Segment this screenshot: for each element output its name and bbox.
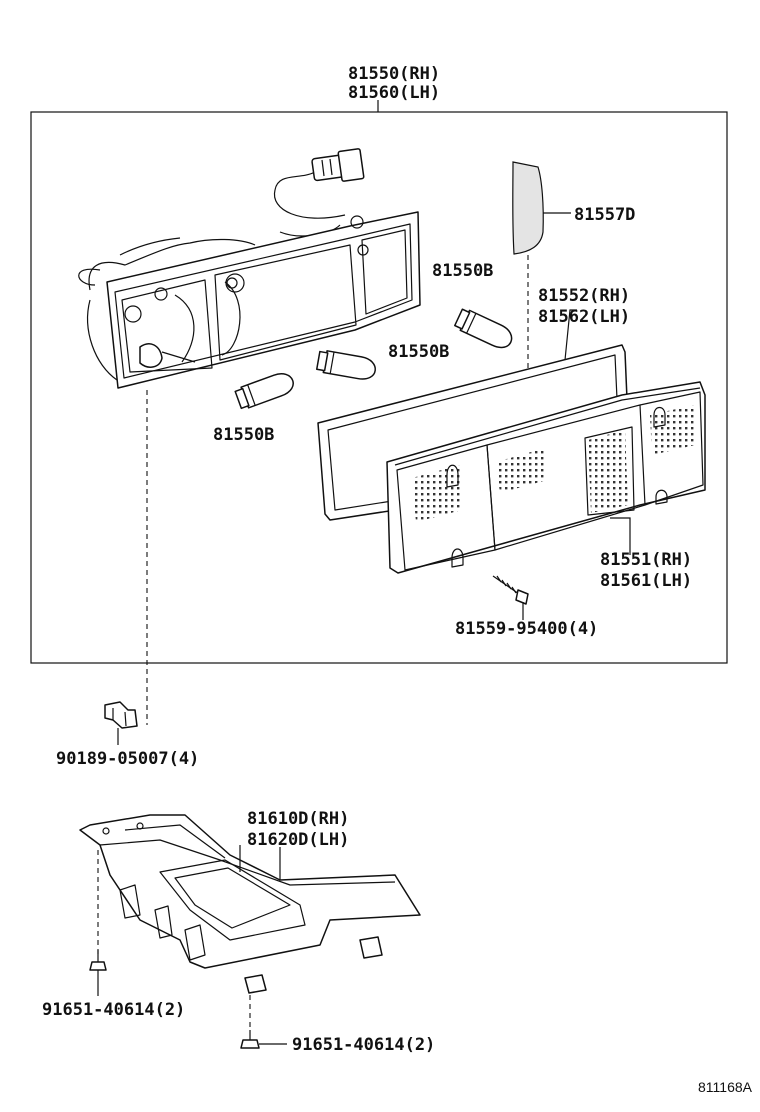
reflector-shape xyxy=(512,161,544,255)
label-bracket-rh: 81610D(RH) xyxy=(247,809,349,829)
label-lens-lh: 81561(LH) xyxy=(600,571,692,591)
label-bulb-left: 81550B xyxy=(213,425,274,445)
bulb-mid xyxy=(315,350,376,380)
bracket-illustration xyxy=(79,814,421,994)
lens-illustration xyxy=(386,381,706,574)
bolt-left-illustration xyxy=(89,950,107,971)
lamp-housing-illustration xyxy=(78,148,421,389)
gasket-leader xyxy=(564,309,577,361)
bolt-bottom-illustration xyxy=(240,1030,260,1049)
label-housing-rh: 81550(RH) xyxy=(348,64,440,84)
label-screw: 81559-95400(4) xyxy=(455,619,598,639)
label-bracket-lh: 81620D(LH) xyxy=(247,830,349,850)
clip-illustration xyxy=(104,701,138,729)
bulb-left xyxy=(234,373,294,410)
screw-illustration xyxy=(492,575,529,605)
label-bulb-mid: 81550B xyxy=(388,342,449,362)
lens-leader xyxy=(610,517,631,555)
label-housing-lh: 81560(LH) xyxy=(348,83,440,103)
assembly-frame xyxy=(30,111,728,664)
label-lens-rh: 81551(RH) xyxy=(600,550,692,570)
label-clip: 90189-05007(4) xyxy=(56,749,199,769)
bulb-right xyxy=(454,308,513,349)
label-bolt-bottom: 91651-40614(2) xyxy=(292,1035,435,1055)
label-gasket-rh: 81552(RH) xyxy=(538,286,630,306)
label-reflector: 81557D xyxy=(574,205,635,225)
label-bulb-right: 81550B xyxy=(432,261,493,281)
label-bolt-left: 91651-40614(2) xyxy=(42,1000,185,1020)
label-gasket-lh: 81562(LH) xyxy=(538,307,630,327)
diagram-reference: 811168A xyxy=(698,1079,753,1095)
